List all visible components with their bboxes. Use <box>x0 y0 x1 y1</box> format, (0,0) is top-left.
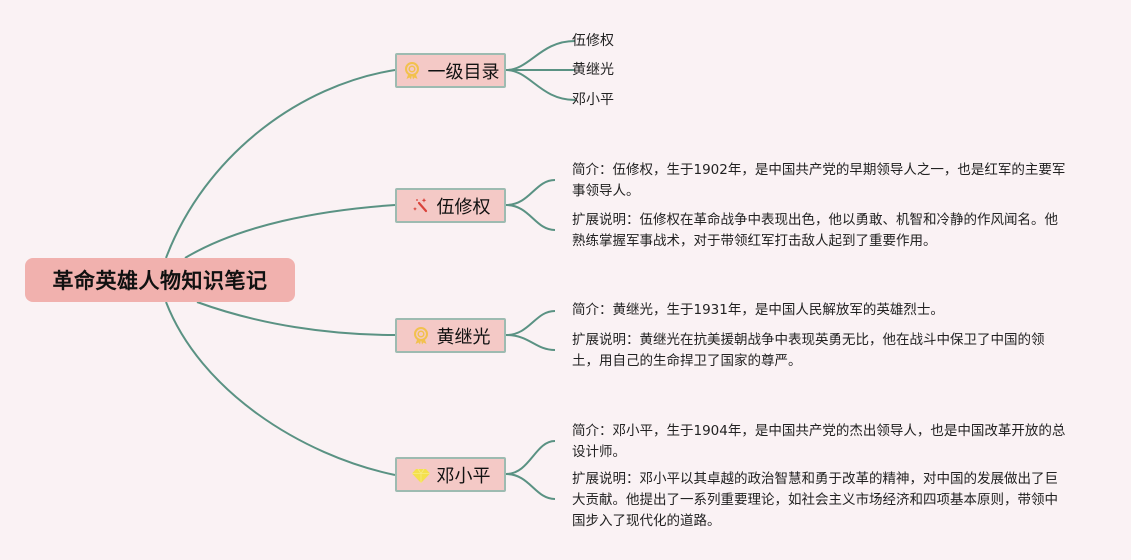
connector-root-branch-2 <box>184 204 396 259</box>
leaf-directory-item[interactable]: 伍修权 <box>572 31 1067 52</box>
leaf-text: 黄继光 <box>572 62 614 78</box>
leaf-intro[interactable]: 简介：伍修权，生于1902年，是中国共产党的早期领导人之一，也是红军的主要军事领… <box>572 160 1067 202</box>
leaf-directory-item[interactable]: 黄继光 <box>572 60 1067 81</box>
connector-b1-leaf-3 <box>505 69 576 101</box>
leaf-directory-item[interactable]: 邓小平 <box>572 90 1067 111</box>
leaf-text: 伍修权 <box>572 33 614 49</box>
connector-b3-leaf-2 <box>505 334 556 351</box>
connector-b2-leaf-1 <box>505 179 556 206</box>
leaf-text: 简介：伍修权，生于1902年，是中国共产党的早期领导人之一，也是红军的主要军事领… <box>572 162 1066 199</box>
branch-label: 一级目录 <box>427 61 500 83</box>
leaf-intro[interactable]: 简介：邓小平，生于1904年，是中国共产党的杰出领导人，也是中国改革开放的总设计… <box>572 421 1067 463</box>
leaf-text: 简介：邓小平，生于1904年，是中国共产党的杰出领导人，也是中国改革开放的总设计… <box>572 423 1066 460</box>
root-node[interactable]: 革命英雄人物知识笔记 <box>25 258 295 302</box>
root-label: 革命英雄人物知识笔记 <box>52 269 268 293</box>
leaf-extended[interactable]: 扩展说明：伍修权在革命战争中表现出色，他以勇敢、机智和冷静的作风闻名。他熟练掌握… <box>572 210 1067 252</box>
leaf-text: 扩展说明：黄继光在抗美援朝战争中表现英勇无比，他在战斗中保卫了中国的领土，用自己… <box>572 332 1045 369</box>
award-medal-icon <box>402 61 422 81</box>
diamond-icon <box>411 465 431 485</box>
leaf-extended[interactable]: 扩展说明：邓小平以其卓越的政治智慧和勇于改革的精神，对中国的发展做出了巨大贡献。… <box>572 469 1067 532</box>
leaf-intro[interactable]: 简介：黄继光，生于1931年，是中国人民解放军的英雄烈士。 <box>572 300 1067 321</box>
connector-b1-leaf-1 <box>505 40 576 71</box>
branch-node-deng-xiaoping[interactable]: 邓小平 <box>395 457 506 492</box>
magic-wand-icon <box>411 196 431 216</box>
branch-label: 黄继光 <box>436 326 491 348</box>
leaf-text: 扩展说明：伍修权在革命战争中表现出色，他以勇敢、机智和冷静的作风闻名。他熟练掌握… <box>572 212 1058 249</box>
leaf-text: 扩展说明：邓小平以其卓越的政治智慧和勇于改革的精神，对中国的发展做出了巨大贡献。… <box>572 471 1058 529</box>
connector-root-branch-1 <box>165 69 396 259</box>
connector-b3-leaf-1 <box>505 310 556 336</box>
connector-b4-leaf-2 <box>505 473 556 500</box>
branch-node-huang-jiguang[interactable]: 黄继光 <box>395 318 506 353</box>
branch-label: 伍修权 <box>436 196 491 218</box>
award-medal-icon <box>411 326 431 346</box>
connector-root-branch-4 <box>165 301 396 476</box>
leaf-text: 邓小平 <box>572 92 614 108</box>
leaf-text: 简介：黄继光，生于1931年，是中国人民解放军的英雄烈士。 <box>572 302 944 318</box>
leaf-extended[interactable]: 扩展说明：黄继光在抗美援朝战争中表现英勇无比，他在战斗中保卫了中国的领土，用自己… <box>572 330 1067 372</box>
branch-label: 邓小平 <box>436 465 491 487</box>
connector-b2-leaf-2 <box>505 204 556 231</box>
connector-root-branch-3 <box>196 301 396 336</box>
branch-node-wu-xiuquan[interactable]: 伍修权 <box>395 188 506 223</box>
branch-node-directory[interactable]: 一级目录 <box>395 53 506 88</box>
connector-b4-leaf-1 <box>505 440 556 475</box>
